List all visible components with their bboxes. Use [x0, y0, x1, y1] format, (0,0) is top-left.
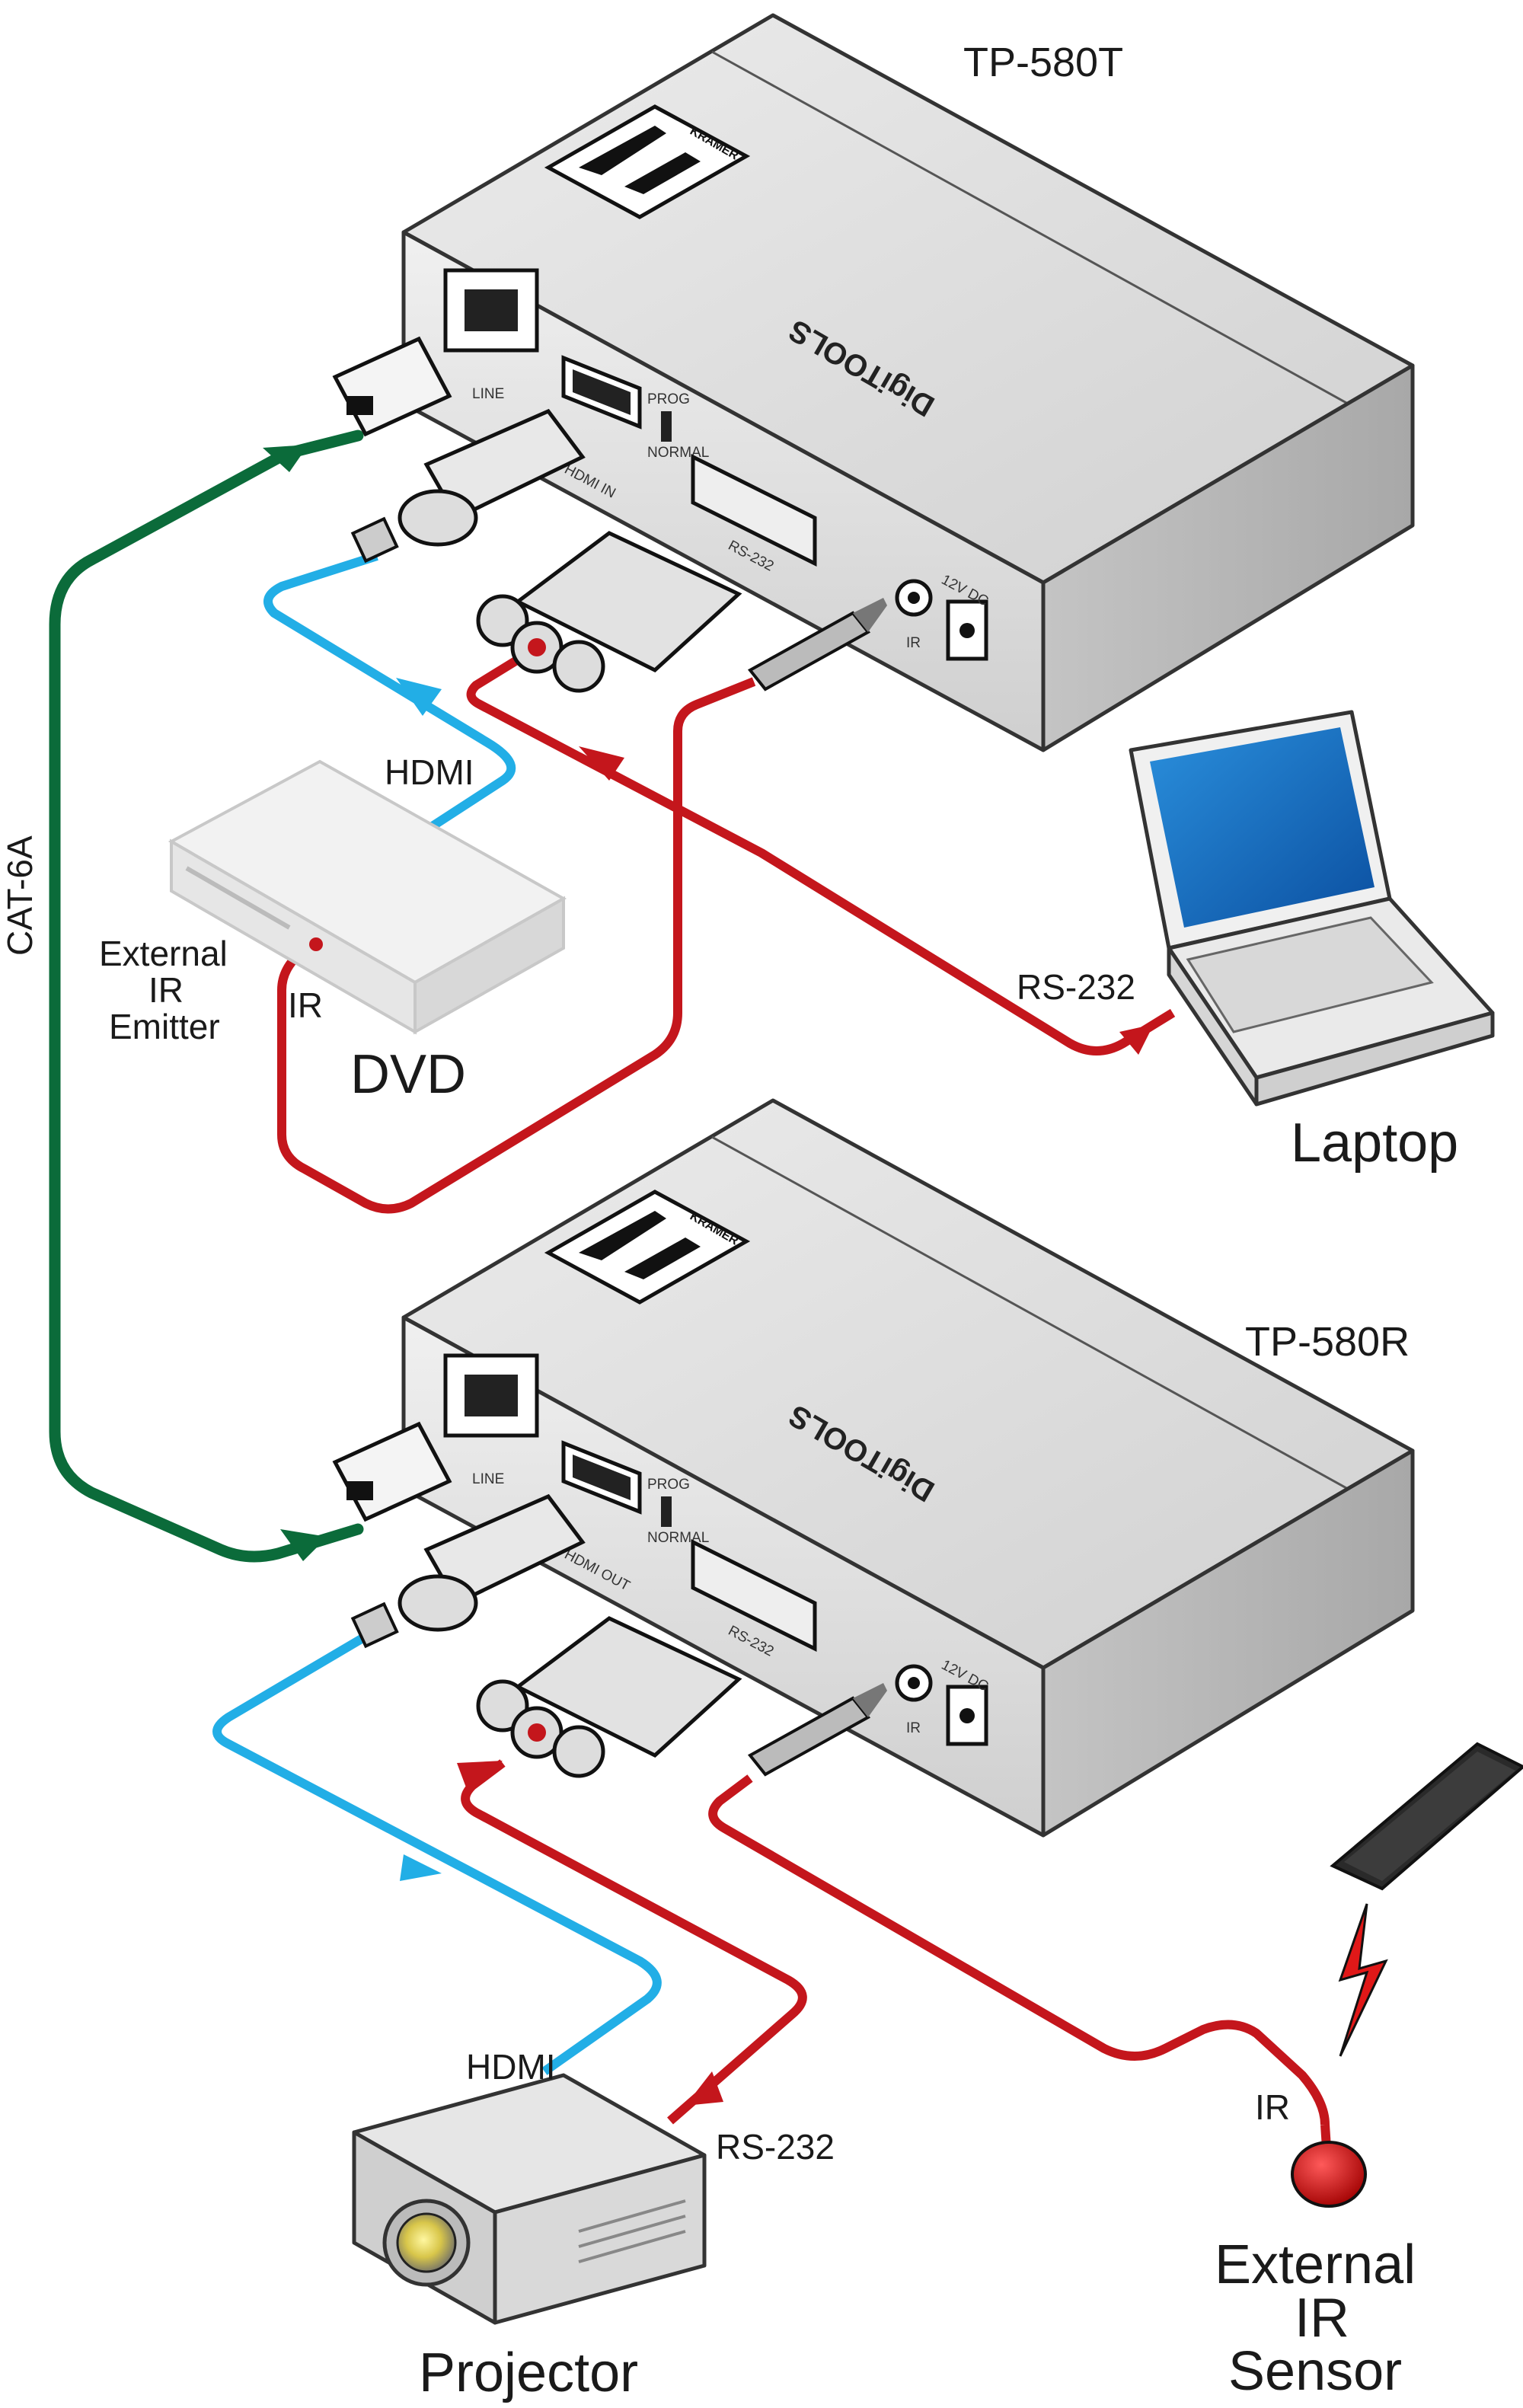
hdmi-plug-top	[350, 408, 586, 564]
ir-label-dvd: IR	[288, 985, 323, 1025]
receiver-model-label: TP-580R	[1245, 1319, 1410, 1365]
rj45-plug-top	[332, 336, 452, 437]
hdmi-cable-bottom	[212, 1625, 662, 2075]
transmitter-unit: KRAMER DigiTOOLS LINE HDMI IN PROG NORMA…	[332, 13, 1415, 752]
svg-text:LINE: LINE	[472, 386, 504, 402]
cat6a-arrow-top	[263, 445, 308, 472]
cat6a-label: CAT-6A	[0, 835, 40, 956]
hdmi-label-top: HDMI	[385, 752, 474, 792]
remote-control	[1330, 1742, 1523, 1891]
rs232-arrow-bottom-a	[457, 1761, 503, 1793]
rs232-port-top	[691, 453, 817, 567]
sensor-label-line1: External	[1215, 2234, 1416, 2295]
emitter-label-line3: Emitter	[109, 1007, 220, 1046]
rs232-cable-bottom	[461, 1759, 807, 2125]
laptop-label: Laptop	[1291, 1113, 1458, 1174]
rs232-cable-top	[466, 650, 1176, 1055]
dvd-player	[168, 759, 567, 1035]
hdmi-plug-bottom	[350, 1493, 586, 1649]
cat6a-cable	[49, 430, 364, 1563]
dsub-plug-top	[476, 531, 742, 693]
svg-text:LINE: LINE	[472, 1471, 504, 1487]
receiver-unit: KRAMER DigiTOOLS LINE HDMI OUT PROG NORM…	[332, 1098, 1415, 1838]
svg-text:PROG: PROG	[647, 1477, 690, 1493]
projector-label: Projector	[419, 2343, 638, 2403]
rs232-arrow-bottom-b	[685, 2071, 723, 2106]
laptop	[1129, 710, 1495, 1107]
hdmi-arrow-top	[396, 678, 442, 716]
ir-emitter-cable	[277, 677, 756, 1214]
ir-label-sensor: IR	[1255, 2087, 1290, 2127]
dvd-label: DVD	[350, 1044, 466, 1105]
ir-signal-icon	[1338, 1903, 1388, 2057]
rs232-label-bottom: RS-232	[716, 2127, 835, 2167]
rs232-arrow-top-a	[579, 746, 624, 781]
rs232-arrow-top-b	[1119, 1024, 1154, 1055]
svg-text:IR: IR	[906, 635, 921, 651]
svg-text:IR: IR	[906, 1720, 921, 1736]
svg-text:PROG: PROG	[647, 391, 690, 407]
ir-sensor	[1291, 2124, 1367, 2208]
projector	[352, 2073, 707, 2325]
cat6a-arrow-bottom	[280, 1529, 327, 1561]
hdmi-arrow-bottom	[400, 1854, 442, 1881]
ir-sensor-cable	[708, 1774, 1330, 2125]
transmitter-model-label: TP-580T	[963, 40, 1123, 85]
hdmi-label-bottom: HDMI	[466, 2047, 556, 2087]
kramer-logo-bottom: KRAMER	[544, 1190, 751, 1305]
rj45-plug-bottom	[332, 1421, 452, 1522]
ir-emitter-dot	[309, 937, 323, 951]
emitter-label-line1: External	[99, 934, 228, 973]
dsub-plug-bottom	[476, 1616, 742, 1778]
minijack-plug-bottom	[747, 1683, 887, 1777]
minijack-plug-top	[747, 598, 887, 691]
sensor-label-line2: IR	[1295, 2288, 1349, 2349]
sensor-label-line3: Sensor	[1228, 2341, 1402, 2402]
hdmi-cable-top	[263, 551, 516, 835]
emitter-label-line2: IR	[148, 970, 184, 1010]
rs232-port-bottom	[691, 1538, 817, 1653]
rs232-label-top: RS-232	[1017, 967, 1135, 1007]
